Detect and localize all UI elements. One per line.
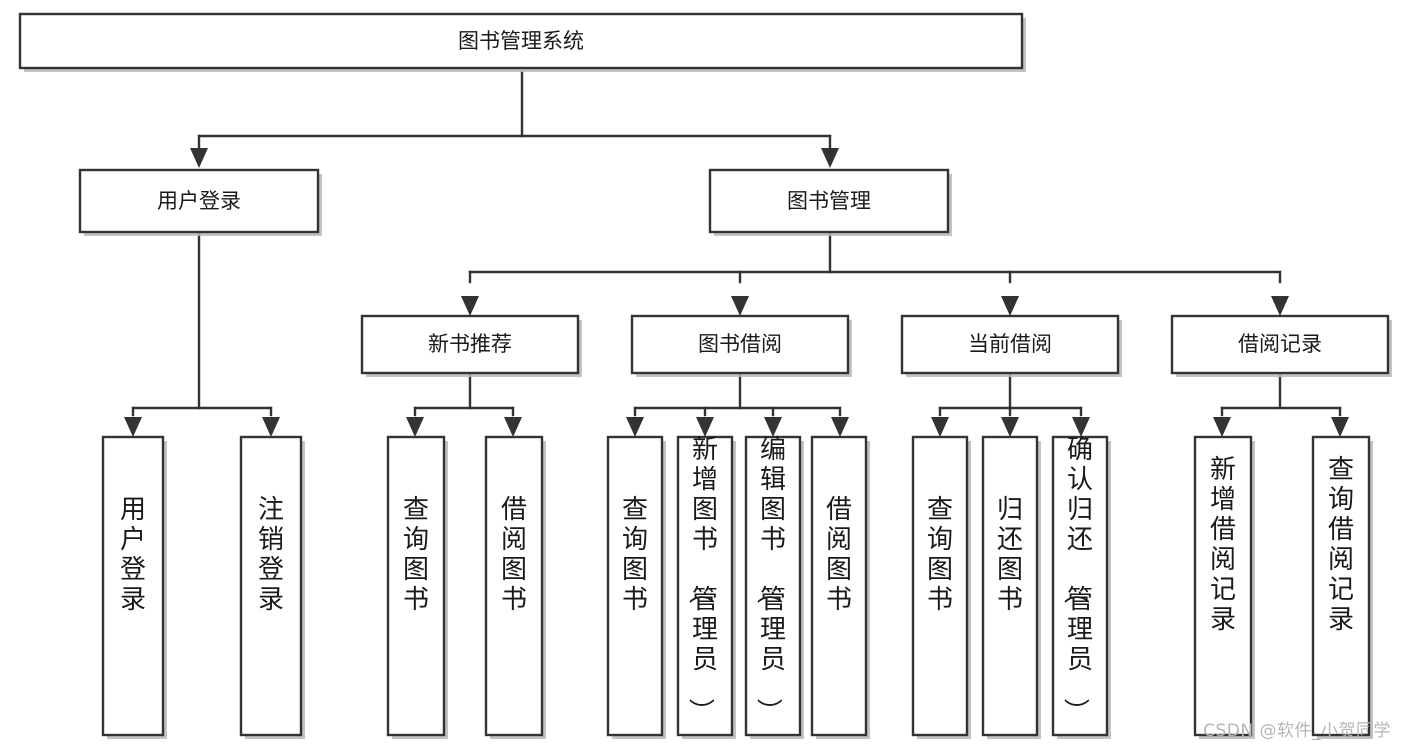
arrow-to-new-book-recommend [461, 296, 479, 316]
node-book-borrow[interactable]: 图书借阅 [630, 314, 852, 377]
book-borrow-label: 图书借阅 [698, 332, 782, 356]
leaf-query-record-box [1311, 435, 1371, 737]
arrow-to-leaf-query-book-3 [931, 417, 949, 437]
leaf-add-record-box [1193, 435, 1253, 737]
leaf-query-book-2-label: 查询图书 [622, 495, 648, 615]
arrow-to-leaf-add-book [696, 417, 714, 437]
arrow-to-borrow-record [1271, 296, 1289, 316]
arrow-to-current-borrow [1001, 296, 1019, 316]
node-root[interactable]: 图书管理系统 [18, 12, 1026, 72]
leaf-query-book-1-label: 查询图书 [403, 495, 429, 615]
book-borrow-box [630, 314, 850, 375]
arrow-to-leaf-query-book-2 [626, 417, 644, 437]
user-login-box [78, 168, 320, 234]
borrow-record-label: 借阅记录 [1238, 332, 1322, 356]
leaf-borrow-book-2-box [810, 435, 868, 737]
leaf-borrow-book-1-label: 借阅图书 [501, 495, 527, 615]
leaf-confirm-return-label: 确认归还（管理员） [1060, 435, 1093, 724]
root-box [18, 12, 1024, 70]
leaf-return-book-box [981, 435, 1039, 737]
node-book-management[interactable]: 图书管理 [708, 168, 952, 236]
arrow-to-leaf-borrow-book-1 [504, 417, 522, 437]
arrow-to-leaf-query-book-1 [406, 417, 424, 437]
leaf-user-login-label: 用户登录 [120, 495, 146, 615]
leaf-add-book-label: 新增图书（管理员） [685, 435, 718, 724]
arrow-to-leaf-confirm-return [1072, 417, 1090, 437]
arrow-to-leaf-return-book [1001, 417, 1019, 437]
leaf-query-book-3-label: 查询图书 [927, 495, 953, 615]
leaf-query-record-label: 查询借阅记录 [1328, 455, 1354, 635]
leaf-borrow-book-1-box [484, 435, 544, 737]
arrow-to-book-management [821, 148, 839, 168]
leaf-nodes-layer: 用户登录 注销登录 查询图书 借阅图书 查询图书 [101, 435, 1373, 739]
arrow-to-leaf-user-login [124, 417, 142, 437]
current-borrow-label: 当前借阅 [968, 332, 1052, 356]
edges-layer [124, 70, 1349, 437]
node-leaf-return-book[interactable]: 归还图书 [981, 435, 1041, 739]
root-label: 图书管理系统 [458, 29, 584, 53]
node-current-borrow[interactable]: 当前借阅 [900, 314, 1122, 377]
node-leaf-borrow-book-2[interactable]: 借阅图书 [810, 435, 870, 739]
book-management-label: 图书管理 [787, 189, 871, 213]
leaf-add-book-box [676, 435, 734, 737]
node-leaf-edit-book[interactable]: 编辑图书（管理员） [744, 435, 804, 739]
user-login-label: 用户登录 [157, 189, 241, 213]
book-management-box [708, 168, 950, 234]
node-leaf-query-record[interactable]: 查询借阅记录 [1311, 435, 1373, 739]
node-leaf-user-login[interactable]: 用户登录 [101, 435, 167, 739]
arrow-to-leaf-query-record [1331, 417, 1349, 437]
leaf-query-book-1-box [386, 435, 446, 737]
leaf-edit-book-box [744, 435, 802, 737]
leaf-user-login-box [101, 435, 165, 737]
arrow-to-leaf-edit-book [764, 417, 782, 437]
borrow-record-box [1170, 314, 1390, 375]
arrow-to-user-login [190, 148, 208, 168]
node-borrow-record[interactable]: 借阅记录 [1170, 314, 1392, 377]
arrow-to-leaf-borrow-book-2 [831, 417, 849, 437]
leaf-confirm-return-box [1051, 435, 1109, 737]
arrow-to-leaf-logout [262, 417, 280, 437]
arrow-to-book-borrow [731, 296, 749, 316]
arrow-to-leaf-add-record [1213, 417, 1231, 437]
node-leaf-borrow-book-1[interactable]: 借阅图书 [484, 435, 546, 739]
leaf-add-record-label: 新增借阅记录 [1210, 455, 1236, 635]
node-leaf-logout[interactable]: 注销登录 [239, 435, 305, 739]
node-leaf-confirm-return[interactable]: 确认归还（管理员） [1051, 435, 1111, 739]
leaf-query-book-2-box [606, 435, 664, 737]
leaf-return-book-label: 归还图书 [997, 495, 1023, 615]
node-leaf-add-record[interactable]: 新增借阅记录 [1193, 435, 1255, 739]
leaf-logout-label: 注销登录 [258, 495, 284, 615]
new-book-recommend-box [360, 314, 580, 375]
leaf-borrow-book-2-label: 借阅图书 [826, 495, 852, 615]
leaf-logout-box [239, 435, 303, 737]
node-user-login[interactable]: 用户登录 [78, 168, 322, 236]
leaf-edit-book-label: 编辑图书（管理员） [753, 435, 786, 724]
leaf-query-book-3-box [911, 435, 969, 737]
new-book-recommend-label: 新书推荐 [428, 332, 512, 356]
node-leaf-add-book[interactable]: 新增图书（管理员） [676, 435, 736, 739]
node-leaf-query-book-2[interactable]: 查询图书 [606, 435, 666, 739]
node-leaf-query-book-3[interactable]: 查询图书 [911, 435, 971, 739]
current-borrow-box [900, 314, 1120, 375]
node-leaf-query-book-1[interactable]: 查询图书 [386, 435, 448, 739]
node-new-book-recommend[interactable]: 新书推荐 [360, 314, 582, 377]
